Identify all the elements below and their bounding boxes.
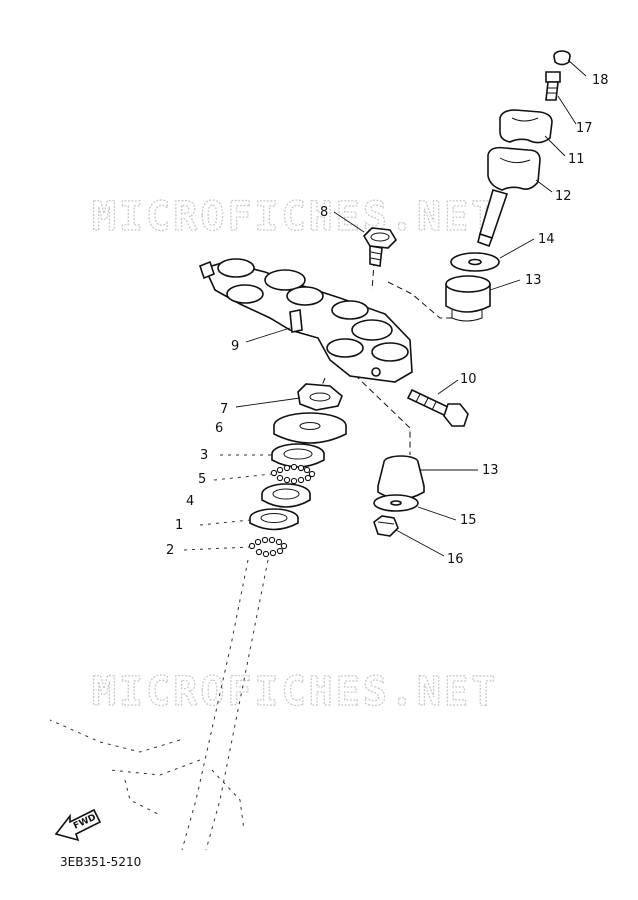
leader-lines xyxy=(235,59,587,557)
part-17-bolt xyxy=(545,71,561,101)
watermark-top: MICROFICHES.NET xyxy=(92,194,498,240)
callout-numbers: 1 2 3 4 5 6 7 8 9 10 11 12 13 13 14 15 1… xyxy=(166,73,609,567)
part-11-upper-holder xyxy=(499,109,553,144)
callout-7: 7 xyxy=(220,402,228,417)
callout-8: 8 xyxy=(320,205,328,220)
part-14-washer xyxy=(450,252,500,272)
callout-13-lower: 13 xyxy=(482,463,499,478)
callout-10: 10 xyxy=(460,372,477,387)
steering-stem-outline xyxy=(49,559,269,851)
part-3-bearing-race xyxy=(271,443,325,468)
part-2-ball-bearing xyxy=(248,536,288,558)
part-13-damper-upper xyxy=(445,275,491,322)
part-16-nut xyxy=(373,515,399,537)
part-8-bolt xyxy=(362,227,398,267)
part-5-ball-bearing xyxy=(270,463,316,485)
callout-4: 4 xyxy=(186,494,194,509)
callout-9: 9 xyxy=(231,339,239,354)
part-18-cap xyxy=(553,50,571,66)
callout-2: 2 xyxy=(166,543,174,558)
callout-5: 5 xyxy=(198,472,206,487)
callout-17: 17 xyxy=(576,121,593,136)
callout-15: 15 xyxy=(460,513,477,528)
part-15-washer xyxy=(373,494,419,512)
watermark-bottom: MICROFICHES.NET xyxy=(92,669,498,715)
callout-3: 3 xyxy=(200,448,208,463)
part-13-damper-lower xyxy=(377,455,425,500)
part-6-washer xyxy=(273,412,347,444)
part-12-lower-holder xyxy=(477,146,541,248)
part-1-bearing-race xyxy=(249,508,299,531)
part-10-pinch-bolt xyxy=(406,388,469,427)
callout-1: 1 xyxy=(175,518,183,533)
callout-6: 6 xyxy=(215,421,223,436)
callout-11: 11 xyxy=(568,152,585,167)
fwd-arrow-icon: FWD xyxy=(54,808,102,842)
part-4-bearing-race xyxy=(261,483,311,508)
part-9-upper-bracket xyxy=(199,258,413,383)
callout-12: 12 xyxy=(555,189,572,204)
dotted-leaders xyxy=(183,454,273,551)
callout-13-upper: 13 xyxy=(525,273,542,288)
part-7-ring-nut xyxy=(297,383,343,411)
callout-16: 16 xyxy=(447,552,464,567)
diagram-code: 3EB351-5210 xyxy=(60,855,141,869)
callout-14: 14 xyxy=(538,232,555,247)
callout-18: 18 xyxy=(592,73,609,88)
